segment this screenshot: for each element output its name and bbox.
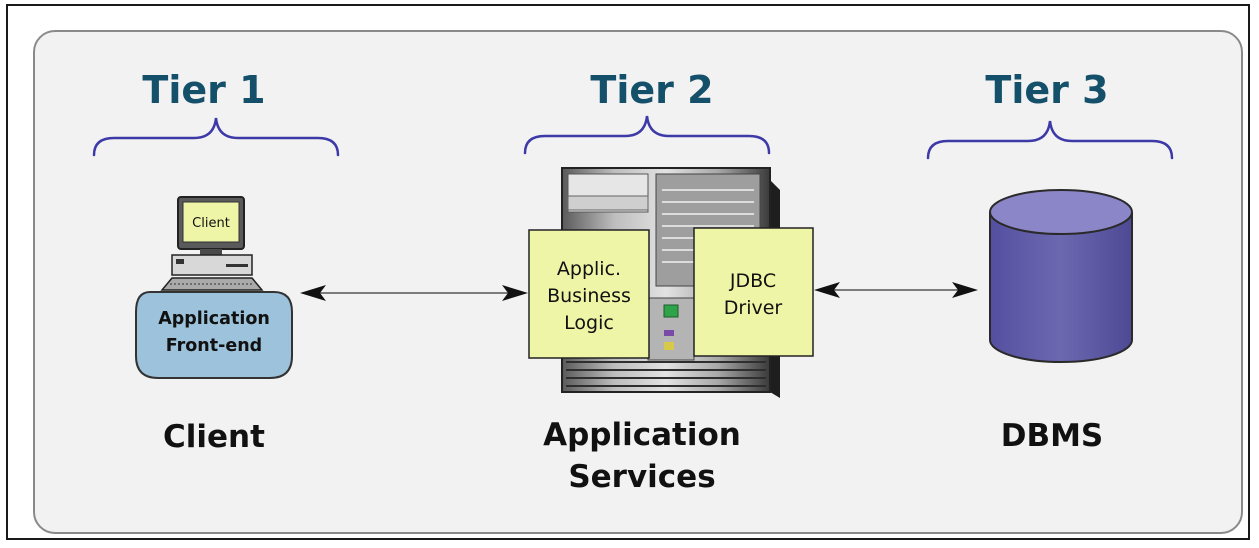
dbms-name: DBMS xyxy=(1001,418,1104,454)
tier-2-brace xyxy=(523,115,771,155)
tier-2-label: Tier 2 xyxy=(590,68,713,112)
client-screen-label: Client xyxy=(192,216,230,231)
business-logic-box xyxy=(528,229,650,359)
app-services-name-line2: Services xyxy=(568,459,715,495)
business-logic-line1: Applic. xyxy=(557,258,621,280)
driver-dbms-connector xyxy=(814,282,978,298)
jdbc-driver-box xyxy=(693,227,814,357)
tier-3-label: Tier 3 xyxy=(985,68,1108,112)
client-server-connector xyxy=(300,285,528,301)
tier-1-label: Tier 1 xyxy=(142,68,265,112)
frontend-label-line2: Front-end xyxy=(166,336,262,356)
jdbc-driver-line2: Driver xyxy=(724,297,783,319)
app-services-name-line1: Application xyxy=(543,417,741,453)
business-logic-line3: Logic xyxy=(564,312,614,334)
jdbc-driver-line1: JDBC xyxy=(729,270,776,292)
client-name: Client xyxy=(163,419,265,455)
business-logic-line2: Business xyxy=(547,285,631,307)
database-cylinder-icon xyxy=(989,189,1133,363)
application-frontend-box xyxy=(135,291,293,379)
frontend-label-line1: Application xyxy=(158,309,270,329)
client-computer-icon xyxy=(160,196,264,291)
tier-3-brace xyxy=(926,120,1174,160)
outer-frame xyxy=(6,4,1250,540)
tier-1-brace xyxy=(92,117,340,157)
